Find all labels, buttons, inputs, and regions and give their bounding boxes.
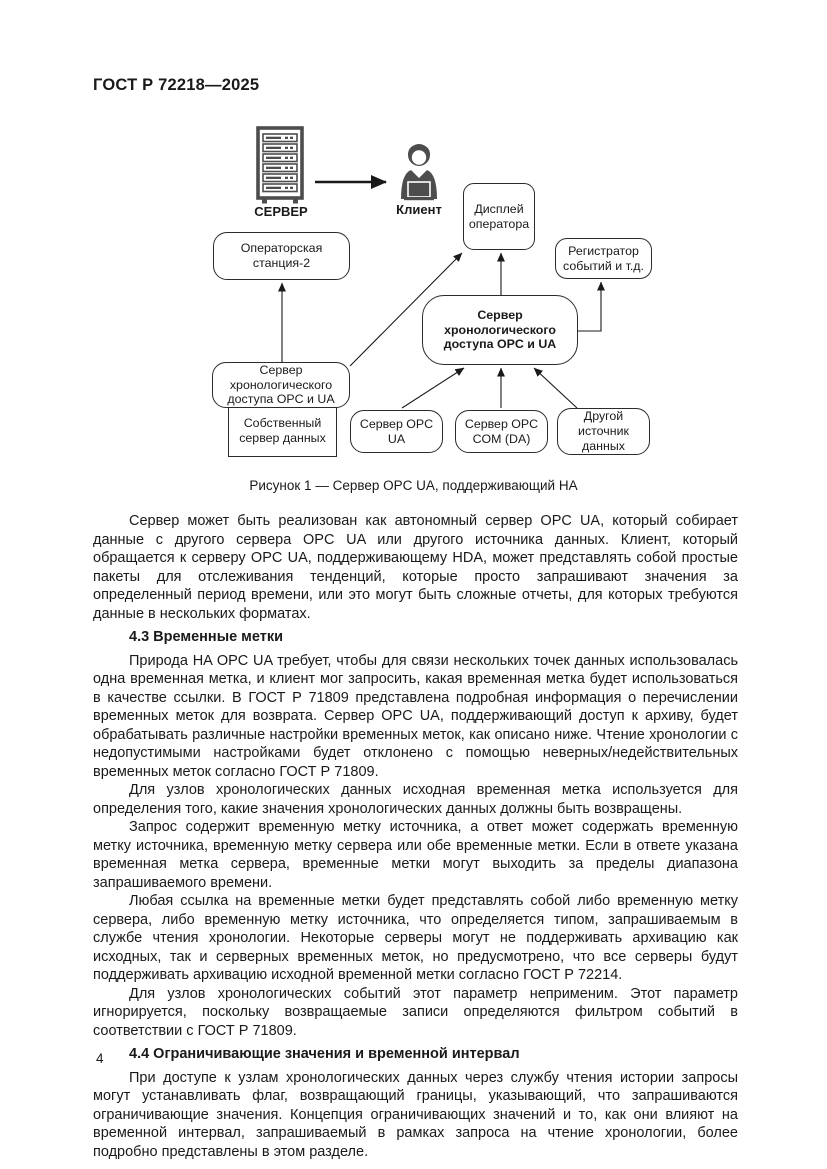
node-other-data-source: Другой источник данных <box>557 408 650 455</box>
section-heading-4-4: 4.4 Ограничивающие значения и временной … <box>129 1046 520 1062</box>
node-event-recorder: Регистратор событий и т.д. <box>555 238 652 279</box>
node-hda-server-left: Сервер хронологического доступа OPC и UA <box>212 362 350 408</box>
node-opc-com-server: Сервер OPC COM (DA) <box>455 410 548 453</box>
node-operator-station: Операторская станция-2 <box>213 232 350 280</box>
node-opc-ua-server: Сервер OPC UA <box>350 410 443 453</box>
paragraph: Для узлов хронологических данных исходна… <box>93 782 738 817</box>
figure-caption: Рисунок 1 — Сервер OPC UA, поддерживающи… <box>249 478 578 493</box>
paragraph: Для узлов хронологических событий этот п… <box>93 985 738 1039</box>
client-icon-label: Клиент <box>396 202 442 217</box>
node-operator-display: Дисплей оператора <box>463 183 535 250</box>
paragraph: Сервер может быть реализован как автоном… <box>93 513 738 622</box>
server-icon-label: СЕРВЕР <box>254 204 308 219</box>
document-code: ГОСТ Р 72218—2025 <box>93 76 260 94</box>
node-own-data-server: Собственный сервер данных <box>228 404 337 457</box>
figure-1-diagram: СЕРВЕР Клиент Операторская станция-2 Дис… <box>0 115 827 477</box>
section-heading-4-3: 4.3 Временные метки <box>129 629 284 645</box>
paragraph: При доступе к узлам хронологических данн… <box>93 1069 738 1160</box>
server-rack-icon <box>256 126 304 209</box>
paragraph: Природа HA OPC UA требует, чтобы для свя… <box>93 652 738 780</box>
diagram-connectors <box>278 175 605 409</box>
node-hda-server-main: Сервер хронологического доступа OPC и UA <box>422 295 578 365</box>
paragraph: Запрос содержит временную метку источник… <box>93 819 738 891</box>
body-text: Сервер может быть реализован как автоном… <box>93 512 738 1161</box>
client-person-icon <box>397 141 441 208</box>
paragraph: Любая ссылка на временные метки будет пр… <box>93 893 738 983</box>
page-number: 4 <box>96 1051 104 1066</box>
